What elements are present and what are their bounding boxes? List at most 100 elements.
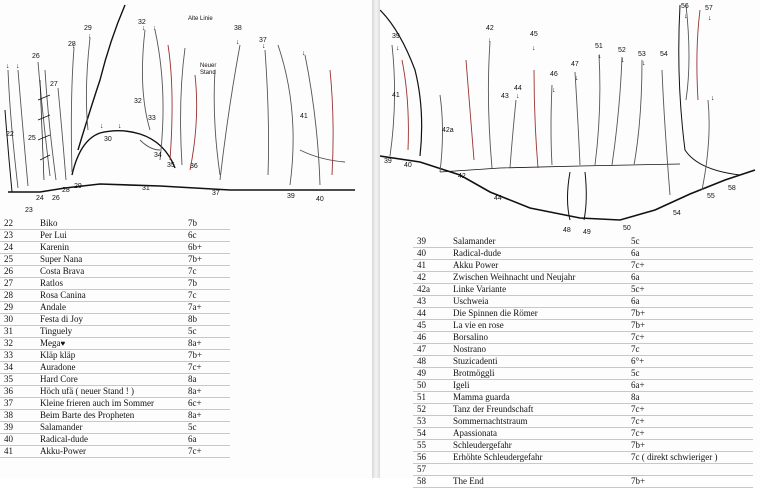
route-name-text: Kläp kläp	[40, 350, 76, 360]
route-grade: 5c+	[631, 284, 645, 294]
left-crack	[77, 4, 126, 151]
route-name: Höch ufä ( neuer Stand ! )	[40, 386, 134, 397]
route-grade: 7b+	[188, 350, 203, 360]
route-number: 52	[417, 404, 426, 414]
topo-label: 42	[486, 25, 494, 32]
topo-label: 28	[62, 187, 70, 194]
topo-label: 43	[501, 93, 509, 100]
route-name-text: Mega	[40, 338, 61, 348]
svg-text:↓: ↓	[684, 13, 688, 20]
route-number: 26	[4, 266, 13, 276]
route-number: 44	[417, 308, 426, 318]
route-name: Radical-dude	[40, 434, 88, 445]
topo-label: 58	[728, 185, 736, 192]
route-name-text: Biko	[40, 218, 58, 228]
route-name: Biko	[40, 218, 58, 229]
route-number: 39	[4, 422, 13, 432]
svg-text:↓: ↓	[708, 15, 712, 22]
svg-text:↓: ↓	[575, 75, 579, 82]
route-grade: 6c	[188, 230, 197, 240]
topo-note-neuer: Neuer	[200, 63, 216, 69]
topo-label: 24	[36, 195, 44, 202]
topo-label: 29	[84, 25, 92, 32]
route-name: Beim Barte des Propheten	[40, 410, 134, 421]
route-number: 49	[417, 368, 426, 378]
route-name: Rosa Canina	[40, 290, 86, 301]
svg-text:↓: ↓	[302, 50, 306, 57]
book-gutter	[372, 0, 380, 478]
topo-label: 35	[167, 162, 175, 169]
route-number: 48	[417, 356, 426, 366]
topo-label: 52	[618, 47, 626, 54]
route-name: Uschweia	[453, 296, 489, 307]
route-row: 38 Beim Barte des Propheten 8a+	[0, 410, 230, 422]
right-cliff-right	[678, 4, 741, 176]
topo-label: 39	[384, 158, 392, 165]
route-name-text: La vie en rose	[453, 320, 504, 330]
route-number: 31	[4, 326, 13, 336]
topo-label: 28	[68, 41, 76, 48]
route-grade: 8a+	[188, 410, 202, 420]
topo-note-alte-linie: Alte Linie	[188, 16, 213, 22]
route-name: Super Nana	[40, 254, 82, 265]
route-name: Kläp kläp	[40, 350, 75, 361]
route-grade: 7c	[631, 344, 640, 354]
topo-label: 51	[595, 43, 603, 50]
route-number: 36	[4, 386, 13, 396]
route-name-text: Igeli	[453, 380, 470, 390]
route-grade: 7c ( direkt schwieriger )	[631, 452, 718, 462]
right-ground-line	[380, 155, 756, 221]
topo-label: 26	[52, 195, 60, 202]
topo-label: 30	[104, 136, 112, 143]
route-name-text: Erhöhte Schleudergefahr	[453, 452, 543, 462]
route-name-text: Costa Brava	[40, 266, 85, 276]
route-name-text: Tinguely	[40, 326, 73, 336]
route-row: 26 Costa Brava 7c	[0, 266, 230, 278]
route-name-text: Beim Barte des Propheten	[40, 410, 135, 420]
route-number: 38	[4, 410, 13, 420]
topo-label: 32	[134, 98, 142, 105]
topo-label: 41	[392, 92, 400, 99]
route-grade: 7c	[188, 266, 197, 276]
topo-label: 57	[705, 5, 713, 12]
svg-text:↓: ↓	[396, 45, 400, 52]
route-name-text: Akku Power	[453, 260, 499, 270]
topo-label: 26	[32, 53, 40, 60]
svg-text:↓: ↓	[6, 63, 10, 70]
topo-label: 47	[571, 61, 579, 68]
svg-text:↓: ↓	[118, 123, 122, 130]
left-top-markers: ↓↓↓ ↓↓↓ ↓↓↓ ↓↓	[6, 25, 306, 130]
topo-label: 44	[514, 85, 522, 92]
topo-note-stand: Stand	[200, 70, 216, 76]
route-number: 33	[4, 350, 13, 360]
topo-label: 37	[259, 37, 267, 44]
svg-text:↓: ↓	[16, 63, 20, 70]
route-number: 57	[417, 464, 426, 474]
route-name-text: Karenin	[40, 242, 69, 252]
route-number: 56	[417, 452, 426, 462]
route-grade: 8a	[188, 374, 197, 384]
topo-label: 41	[300, 113, 308, 120]
route-number: 46	[417, 332, 426, 342]
right-ledge-line	[439, 163, 681, 173]
topo-label: 39	[287, 193, 295, 200]
topo-label: 34	[154, 152, 162, 159]
svg-text:↓: ↓	[532, 45, 536, 52]
route-name: Stuzicadenti	[453, 356, 498, 367]
route-name-text: Tanz der Freundschaft	[453, 404, 534, 414]
left-route-number-labels: 22 23 24 25 26 26 27 28 28 29 29 30 31 3…	[6, 16, 324, 214]
svg-text:↓: ↓	[621, 57, 625, 64]
route-number: 53	[417, 416, 426, 426]
route-number: 34	[4, 362, 13, 372]
route-grade: 7b	[188, 278, 197, 288]
